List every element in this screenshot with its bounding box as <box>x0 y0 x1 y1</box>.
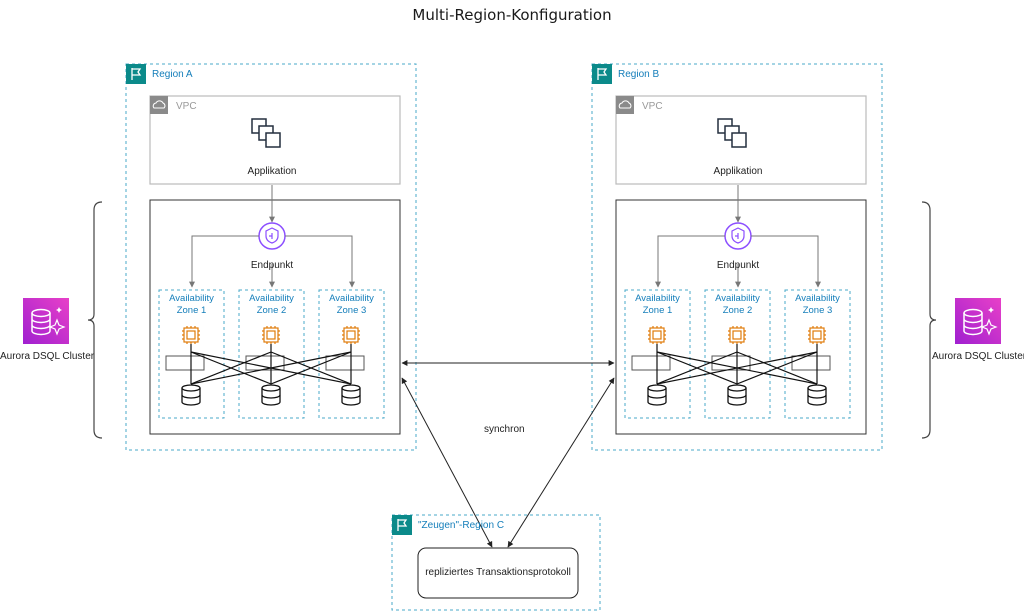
transaction-log-label: repliziertes Transaktionsprotokoll <box>425 567 571 578</box>
right-brace <box>921 201 937 439</box>
witness-arrow-b <box>507 377 615 548</box>
region-a-group <box>126 64 416 450</box>
witness-region-group <box>391 514 601 611</box>
region-b-group <box>592 64 882 450</box>
region-a-endpoint-label: Endpunkt <box>250 260 294 271</box>
left-brace <box>87 201 103 439</box>
aurora-dsql-icon-left <box>22 297 70 345</box>
aurora-dsql-icon-right <box>954 297 1002 345</box>
cluster-label-right: Aurora DSQL Cluster <box>932 351 1024 362</box>
region-b-app-label: Applikation <box>713 166 763 177</box>
diagram-title: Multi-Region-Konfiguration <box>412 6 612 24</box>
cluster-label-left: Aurora DSQL Cluster <box>0 351 95 362</box>
region-b-endpoint-label: Endpunkt <box>716 260 760 271</box>
sync-label: synchron <box>484 424 525 435</box>
region-a-vpc-label: VPC <box>176 101 197 112</box>
witness-region-label: "Zeugen"-Region C <box>418 520 505 531</box>
witness-arrow-a <box>401 377 493 548</box>
region-b-vpc-label: VPC <box>642 101 663 112</box>
region-a-label: Region A <box>152 69 193 80</box>
region-b-label: Region B <box>618 69 660 80</box>
region-a-app-label: Applikation <box>247 166 297 177</box>
